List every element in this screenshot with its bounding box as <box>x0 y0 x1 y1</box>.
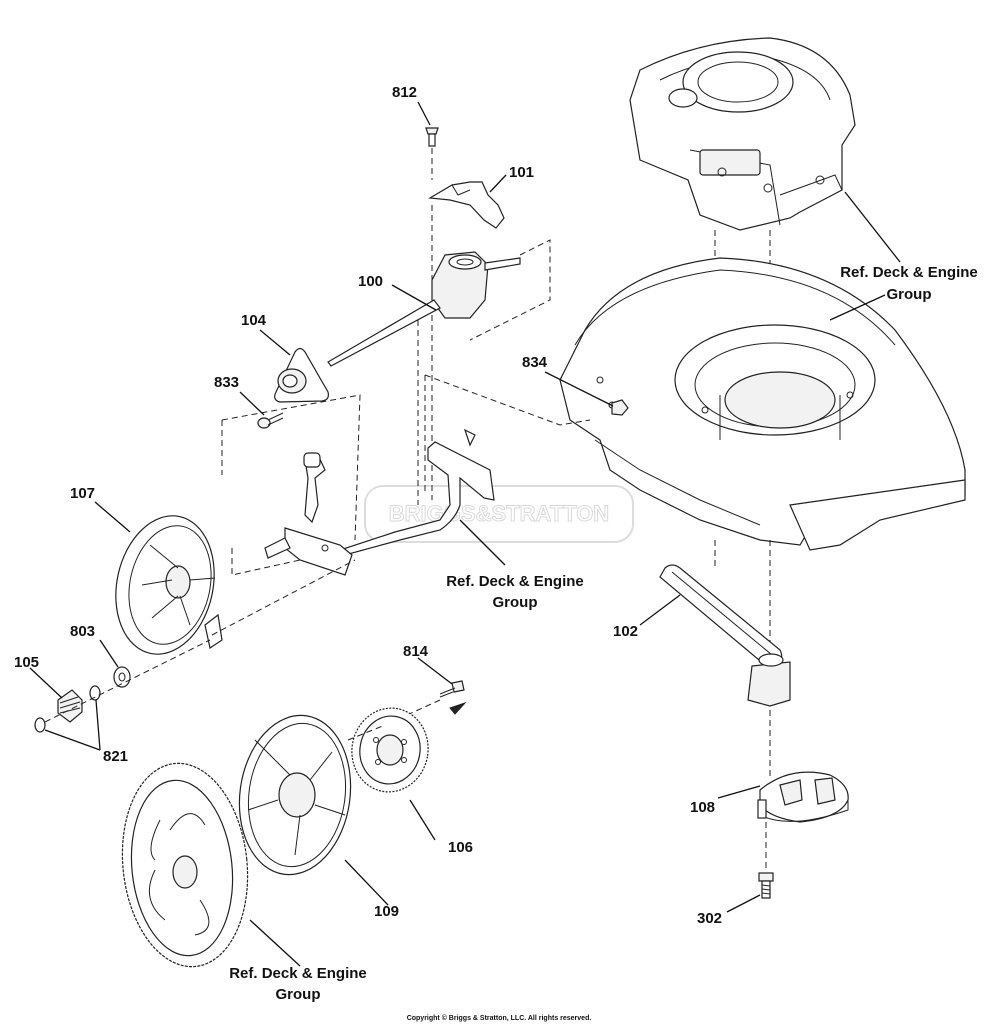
screw-833 <box>257 412 284 429</box>
label-814: 814 <box>403 643 429 660</box>
label-107: 107 <box>70 485 95 502</box>
drive-gear-106 <box>351 707 429 793</box>
axle-height-adjuster <box>264 428 495 576</box>
screw-812 <box>425 127 439 147</box>
blade-adapter-108 <box>757 771 849 823</box>
bracket-101 <box>428 181 505 229</box>
label-108: 108 <box>690 799 715 816</box>
leader-lines <box>29 101 901 967</box>
mower-deck <box>559 257 966 551</box>
engine <box>629 37 856 231</box>
watermark-text: BRIGGS&STRATTON <box>389 501 609 526</box>
label-803: 803 <box>70 623 95 640</box>
nut-834 <box>611 399 629 416</box>
transmission-100 <box>327 239 551 367</box>
blade-102 <box>659 564 791 707</box>
bolt-302 <box>758 872 774 899</box>
label-302: 302 <box>697 910 722 927</box>
bolt-814 <box>439 680 465 698</box>
label-812: 812 <box>392 84 417 101</box>
wheel-cover-107 <box>115 515 223 655</box>
brand-watermark: BRIGGS&STRATTON <box>364 485 634 543</box>
wheel-ref-line1: Ref. Deck & Engine <box>229 965 367 982</box>
label-834: 834 <box>522 354 548 371</box>
wheel-hub-109 <box>238 714 352 876</box>
part-labels: 812 101 100 104 833 834 107 803 105 821 … <box>14 84 722 927</box>
reference-notes: Ref. Deck & Engine Group Ref. Deck & Eng… <box>229 264 978 1003</box>
label-104: 104 <box>241 312 267 329</box>
label-833: 833 <box>214 374 239 391</box>
label-102: 102 <box>613 623 638 640</box>
label-109: 109 <box>374 903 399 920</box>
label-821: 821 <box>103 748 128 765</box>
engine-ref-line1: Ref. Deck & Engine <box>840 264 978 281</box>
label-105: 105 <box>14 654 39 671</box>
wheel-ref-line2: Group <box>276 986 321 1003</box>
label-106: 106 <box>448 839 473 856</box>
label-101: 101 <box>509 164 534 181</box>
e-ring-821 <box>34 685 101 733</box>
axle-ref-line2: Group <box>493 594 538 611</box>
engine-ref-line2: Group <box>887 286 932 303</box>
copyright-notice: Copyright © Briggs & Stratton, LLC. All … <box>407 1014 592 1022</box>
bearing-plate-104 <box>274 347 329 403</box>
axle-ref-line1: Ref. Deck & Engine <box>446 573 584 590</box>
pinion-gear-105 <box>57 689 83 723</box>
label-100: 100 <box>358 273 383 290</box>
rear-wheel-tire <box>121 762 249 968</box>
